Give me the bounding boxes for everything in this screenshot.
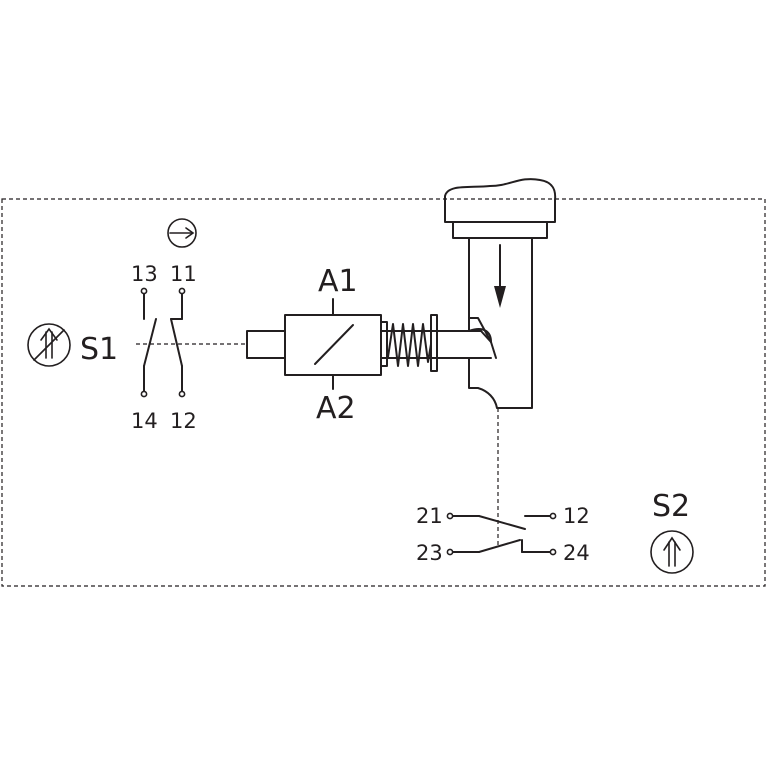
s2-no-contact-blade (478, 539, 521, 553)
s1-terminal-14: 14 (131, 409, 158, 433)
rotary-direction-arrow-icon (167, 218, 197, 248)
s1-node-11 (178, 287, 186, 295)
return-spring (380, 314, 438, 372)
actuator-collar (452, 221, 548, 239)
s2-terminal-24: 24 (563, 541, 590, 565)
plunger-rod (246, 330, 286, 359)
s2-terminal-23: 23 (416, 541, 443, 565)
s2-terminal-12: 12 (563, 504, 590, 528)
actuator-cap (444, 178, 557, 223)
s1-terminal-13: 13 (131, 262, 158, 286)
coil-a2-label: A2 (316, 391, 356, 426)
s1-label: S1 (80, 332, 118, 367)
actuator-head (444, 178, 557, 548)
solenoid-assembly: A1 A2 (246, 264, 497, 426)
positive-opening-forbidden-icon (27, 323, 71, 367)
s2-node-21 (446, 512, 454, 520)
s2-terminal-21: 21 (416, 504, 443, 528)
s2-node-12 (549, 512, 557, 520)
s1-node-14 (140, 390, 148, 398)
s1-switch: S1 13 11 14 12 (27, 218, 246, 433)
s1-terminal-11: 11 (170, 262, 197, 286)
coil-diagonal (314, 324, 354, 365)
actuation-direction-arrow-icon (494, 244, 506, 308)
s1-nc-contact-blade (170, 318, 183, 367)
s2-label: S2 (652, 489, 690, 524)
s1-node-12 (178, 390, 186, 398)
s2-node-23 (446, 548, 454, 556)
enclosure-dashed-frame (1, 198, 766, 587)
s2-switch: S2 21 12 23 24 (416, 489, 694, 574)
positive-opening-icon (650, 530, 694, 574)
s1-no-contact-blade (143, 318, 157, 367)
s2-node-24 (549, 548, 557, 556)
s1-terminal-12: 12 (170, 409, 197, 433)
s1-node-13 (140, 287, 148, 295)
s2-nc-contact-blade (478, 515, 526, 530)
coil-a1-label: A1 (318, 264, 358, 299)
